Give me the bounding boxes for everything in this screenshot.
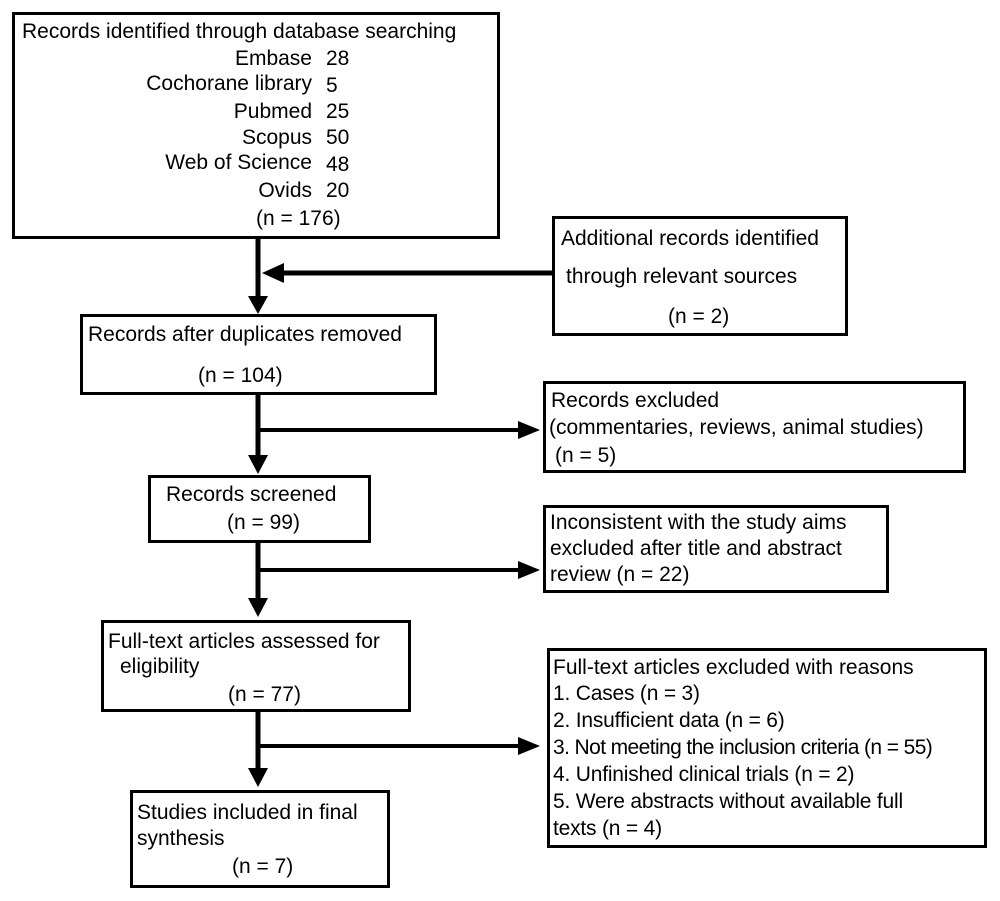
- records-excluded-count: (n = 5): [555, 444, 617, 467]
- arrowhead-additional: [262, 263, 284, 283]
- arrowhead-fulltext: [248, 598, 268, 617]
- additional-line2: through relevant sources: [566, 265, 798, 288]
- fulltext-excluded-reason: texts (n = 4): [553, 817, 662, 840]
- source-count: 50: [326, 126, 350, 149]
- additional-box: [552, 216, 848, 336]
- fulltext-excluded-reason: 4. Unfinished clinical trials (n = 2): [553, 763, 855, 786]
- additional-count: (n = 2): [668, 305, 730, 328]
- source-name: Scopus: [241, 126, 312, 149]
- source-name: Embase: [234, 47, 312, 70]
- source-count: 20: [326, 179, 350, 202]
- fulltext-excluded-reason: 2. Insufficient data (n = 6): [553, 709, 785, 732]
- identification-box: [12, 12, 500, 239]
- screened-count: (n = 99): [227, 511, 300, 534]
- source-name: Ovids: [258, 179, 312, 202]
- arrowhead-records-excluded: [518, 421, 540, 439]
- fulltext-excluded-box: [547, 648, 987, 848]
- screened-box: [148, 475, 371, 543]
- records-excluded-line1: Records excluded: [551, 389, 720, 412]
- source-count: 5: [326, 74, 338, 97]
- source-count: 28: [326, 47, 350, 70]
- arrowhead-inconsistent: [518, 561, 540, 579]
- fulltext-line1: Full-text articles assessed for: [108, 630, 380, 653]
- fulltext-excluded-reason: 3. Not meeting the inclusion criteria (n…: [553, 736, 933, 759]
- inconsistent-box: [543, 505, 889, 593]
- arrowhead-screened: [248, 455, 268, 474]
- arrowhead-fulltext-excluded: [518, 737, 540, 755]
- duplicates-box: [80, 314, 437, 395]
- fulltext-excluded-title: Full-text articles excluded with reasons: [553, 656, 914, 679]
- fulltext-count: (n = 77): [228, 683, 301, 706]
- arrowhead-duplicates: [248, 296, 268, 314]
- records-excluded-line2: (commentaries, reviews, animal studies): [549, 416, 924, 439]
- source-name: Web of Science: [165, 151, 312, 174]
- included-count: (n = 7): [232, 855, 294, 878]
- fulltext-excluded-reason: 5. Were abstracts without available full: [553, 790, 903, 813]
- identification-title: Records identified through database sear…: [22, 20, 457, 43]
- source-count: 25: [326, 100, 350, 123]
- source-count: 48: [326, 153, 350, 176]
- included-box: [130, 790, 390, 888]
- duplicates-count: (n = 104): [198, 364, 283, 387]
- screened-label: Records screened: [166, 483, 337, 506]
- inconsistent-line1: Inconsistent with the study aims: [550, 511, 847, 534]
- fulltext-line2: eligibility: [120, 655, 200, 678]
- duplicates-label: Records after duplicates removed: [88, 323, 402, 346]
- additional-line1: Additional records identified: [561, 227, 819, 250]
- identification-total: (n = 176): [256, 207, 341, 230]
- arrowhead-included: [248, 768, 268, 787]
- records-excluded-box: [543, 381, 966, 473]
- inconsistent-line3: review (n = 22): [550, 563, 690, 586]
- fulltext-box: [101, 620, 411, 712]
- included-line2: synthesis: [137, 827, 225, 850]
- included-line1: Studies included in final: [137, 801, 358, 824]
- source-name: Cochorane library: [146, 72, 312, 95]
- inconsistent-line2: excluded after title and abstract: [550, 537, 842, 560]
- source-name: Pubmed: [233, 100, 312, 123]
- fulltext-excluded-reason: 1. Cases (n = 3): [553, 682, 700, 705]
